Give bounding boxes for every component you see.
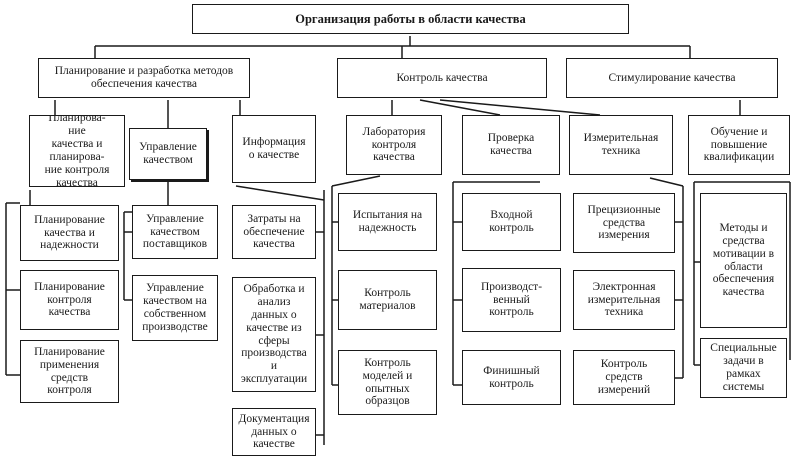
lab-item-1: Испытания на надежность	[338, 193, 437, 251]
plan-quality-item-3: Планирование применения средств контроля	[20, 340, 119, 403]
inspection-item-2: Производст- венный контроль	[462, 268, 561, 332]
lab-box: Лаборатория контроля качества	[346, 115, 442, 175]
training-item-2: Специальные задачи в рамках системы	[700, 338, 787, 398]
measuring-item-2: Электронная измерительная техника	[573, 270, 675, 330]
plan-quality-item-2: Планирование контроля качества	[20, 270, 119, 330]
quality-management-item-1: Управление качеством поставщиков	[132, 205, 218, 259]
planning-box: Планирование и разработка методов обеспе…	[38, 58, 250, 98]
plan-quality-item-1: Планирование качества и надежности	[20, 205, 119, 261]
stimulation-box: Стимулирование качества	[566, 58, 778, 98]
training-box: Обучение и повышение квалификации	[688, 115, 790, 175]
control-box: Контроль качества	[337, 58, 547, 98]
quality-management-item-2: Управление качеством на собственном прои…	[132, 275, 218, 341]
measuring-item-1: Прецизионные средства измерения	[573, 193, 675, 253]
inspection-box: Проверка качества	[462, 115, 560, 175]
quality-information-box: Информация о качестве	[232, 115, 316, 183]
quality-management-box: Управление качеством	[129, 128, 207, 180]
title-box: Организация работы в области качества	[192, 4, 629, 34]
quality-information-item-1: Затраты на обеспечение качества	[232, 205, 316, 259]
lab-item-3: Контроль моделей и опытных образцов	[338, 350, 437, 415]
plan-quality-box: Планирова- ние качества и планирова- ние…	[29, 115, 125, 187]
inspection-item-3: Финишный контроль	[462, 350, 561, 405]
inspection-item-1: Входной контроль	[462, 193, 561, 251]
measuring-box: Измерительная техника	[569, 115, 673, 175]
quality-information-item-3: Документация данных о качестве	[232, 408, 316, 456]
lab-item-2: Контроль материалов	[338, 270, 437, 330]
training-item-1: Методы и средства мотивации в области об…	[700, 193, 787, 328]
quality-information-item-2: Обработка и анализ данных о качестве из …	[232, 277, 316, 392]
measuring-item-3: Контроль средств измерений	[573, 350, 675, 405]
